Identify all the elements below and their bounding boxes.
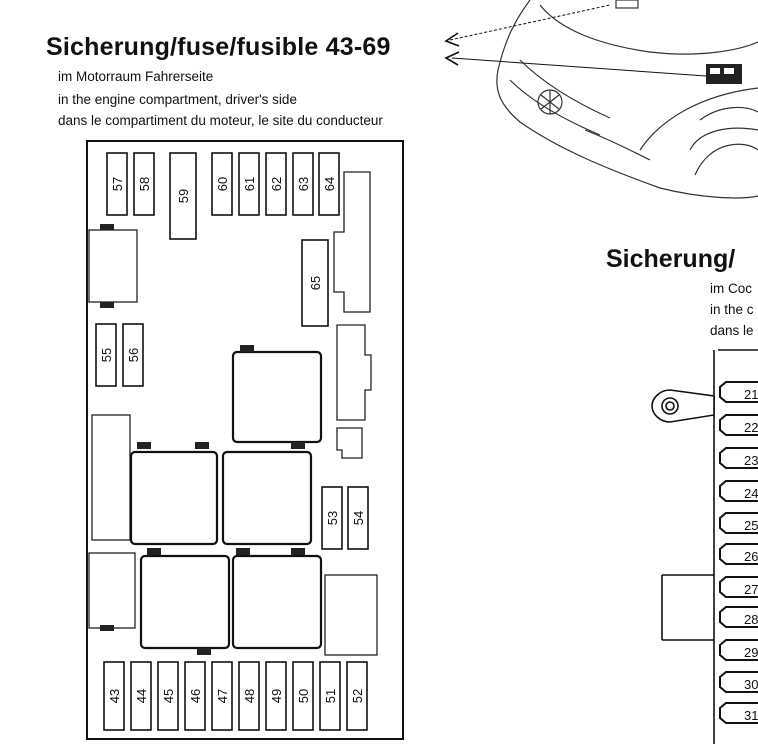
fuse-64: 64 [318,152,340,216]
fuse-62-label: 62 [269,177,284,191]
fuse-57: 57 [106,152,128,216]
cockpit-fuse-box [651,349,758,744]
fuse-44: 44 [130,661,152,731]
fuse-58-label: 58 [137,177,152,191]
fuse-56: 56 [122,323,144,387]
pointer-arrows [444,4,707,77]
fuse-54: 54 [347,486,369,550]
fuse-59: 59 [169,152,197,240]
fuse-53-label: 53 [325,511,340,525]
fuse-65-label: 65 [308,276,323,290]
fuse-63: 63 [292,152,314,216]
cockpit-location-en: in the c [710,302,754,317]
fuse-23-label: 23 [744,453,758,468]
fuse-21-label: 21 [744,387,758,402]
fuse-22-label: 22 [744,420,758,435]
fuse-50: 50 [292,661,314,731]
fuse-48-label: 48 [242,689,257,703]
fuse-23: 23 [719,447,758,469]
fuse-59-label: 59 [176,189,191,203]
fuse-46: 46 [184,661,206,731]
fuse-57-label: 57 [110,177,125,191]
fuse-29: 29 [719,639,758,661]
fuse-27-label: 27 [744,582,758,597]
fuse-25: 25 [719,512,758,534]
component-marker [706,64,742,84]
engine-fuse-group: 57 58 59 60 61 62 63 64 65 55 56 53 54 4… [95,152,369,731]
fuse-64-label: 64 [322,177,337,191]
fuse-61: 61 [238,152,260,216]
fuse-26: 26 [719,543,758,565]
fuse-55-label: 55 [99,348,114,362]
fuse-62: 62 [265,152,287,216]
fuse-47: 47 [211,661,233,731]
fuse-61-label: 61 [242,177,257,191]
car-sketch [496,0,758,199]
fuse-51: 51 [319,661,341,731]
fuse-63-label: 63 [296,177,311,191]
fuse-60: 60 [211,152,233,216]
fuse-26-label: 26 [744,549,758,564]
fuse-27: 27 [719,576,758,598]
fuse-28: 28 [719,606,758,628]
cockpit-fuse-title: Sicherung/ [606,245,736,273]
relays [129,350,323,650]
fuse-65: 65 [301,239,329,327]
engine-box-housings [88,171,378,656]
fuse-46-label: 46 [188,689,203,703]
fuse-55: 55 [95,323,117,387]
fuse-47-label: 47 [215,689,230,703]
fuse-28-label: 28 [744,612,758,627]
fuse-31: 31 [719,702,758,724]
fuse-29-label: 29 [744,645,758,660]
engine-location-en: in the engine compartment, driver's side [58,92,297,107]
fuse-43-label: 43 [107,689,122,703]
fuse-45-label: 45 [161,689,176,703]
relay-pins [100,224,305,655]
fuse-24-label: 24 [744,486,758,501]
fuse-45: 45 [157,661,179,731]
fuse-43: 43 [103,661,125,731]
fuse-54-label: 54 [351,511,366,525]
cockpit-fuse-group: 21 22 23 24 25 26 27 28 29 30 31 [719,381,758,724]
fuse-48: 48 [238,661,260,731]
fuse-24: 24 [719,480,758,502]
fuse-49-label: 49 [269,689,284,703]
cockpit-location-fr: dans le [710,323,754,338]
fuse-51-label: 51 [323,689,338,703]
fuse-30: 30 [719,671,758,693]
fuse-52-label: 52 [350,689,365,703]
engine-location-de: im Motorraum Fahrerseite [58,69,214,84]
fuse-50-label: 50 [296,689,311,703]
fuse-52: 52 [346,661,368,731]
fuse-53: 53 [321,486,343,550]
fuse-58: 58 [133,152,155,216]
fuse-49: 49 [265,661,287,731]
fuse-56-label: 56 [126,348,141,362]
fuse-44-label: 44 [134,689,149,703]
cockpit-location-de: im Coc [710,281,753,296]
fuse-22: 22 [719,414,758,436]
fuse-60-label: 60 [215,177,230,191]
fuse-21: 21 [719,381,758,403]
engine-fuse-title: Sicherung/fuse/fusible 43-69 [46,33,391,61]
engine-location-fr: dans le compartiment du moteur, le site … [58,113,383,128]
fuse-31-label: 31 [744,708,758,723]
fuse-25-label: 25 [744,518,758,533]
fuse-30-label: 30 [744,677,758,692]
